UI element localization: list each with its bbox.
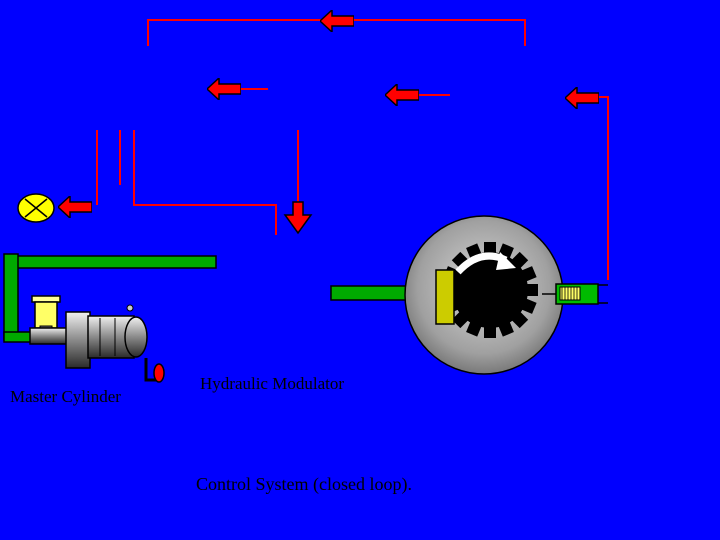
hydraulic-modulator-label: Hydraulic Modulator xyxy=(200,374,344,393)
red-arrow-icon xyxy=(385,84,419,106)
brake-line-horizontal xyxy=(13,255,217,269)
cylinder-flange xyxy=(65,311,91,369)
cylinder-rod xyxy=(29,327,69,345)
sensor-wire xyxy=(598,96,609,280)
caliper xyxy=(435,269,455,325)
signal-arrows xyxy=(58,10,599,235)
master-cylinder xyxy=(29,295,165,383)
diagram-caption: Control System (closed loop). xyxy=(196,474,412,494)
red-arrow-icon xyxy=(565,87,599,109)
red-arrow-icon xyxy=(58,196,92,218)
red-arrow-icon xyxy=(207,78,241,100)
modulator-wire xyxy=(133,130,277,235)
wheel-speed-sensor xyxy=(542,283,608,305)
red-arrow-icon xyxy=(320,10,354,32)
brake-line-vertical xyxy=(3,253,19,341)
cylinder-end xyxy=(124,316,148,358)
curved-arrow-head xyxy=(496,252,516,270)
wheel-rotor-assembly xyxy=(404,215,564,375)
reservoir xyxy=(34,301,58,329)
toothed-wheel xyxy=(442,242,538,338)
red-arrow-down-icon xyxy=(283,201,313,235)
coil-windings xyxy=(561,287,578,300)
warning-lamp-icon xyxy=(17,193,55,223)
brake-pedal-linkage xyxy=(144,358,156,382)
bleed-screw xyxy=(126,304,134,312)
reservoir-cap xyxy=(31,295,61,303)
master-cylinder-label: Master Cylinder xyxy=(10,387,121,406)
brake-pedal xyxy=(153,363,165,383)
